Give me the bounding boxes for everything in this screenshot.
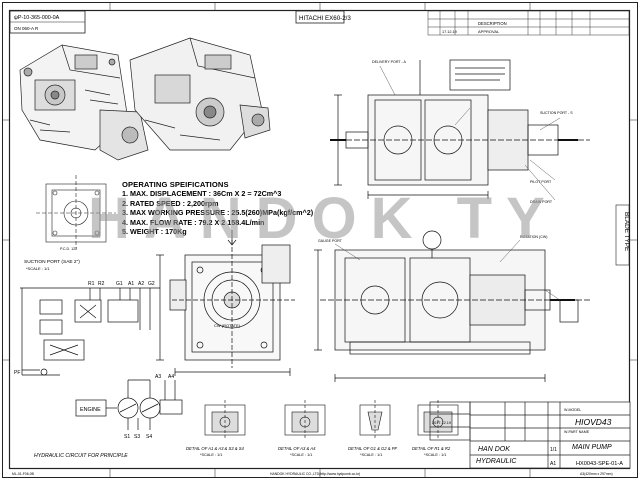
annotation-leaders <box>334 65 561 301</box>
part-number-sub: ON 060-A R <box>14 26 39 31</box>
revision-header-approval: APPROVAL <box>478 29 500 34</box>
note-cw: CW (ROTATE) <box>214 323 241 328</box>
scale-value: 1/1 <box>550 447 557 453</box>
side-label: BLADE TYPE <box>623 212 630 251</box>
watermark: HANDOK TY <box>88 186 559 251</box>
model-value: HIOVD43 <box>575 417 612 427</box>
spec-line-4: 4. MAX. FLOW RATE : 79.2 X 2 158.4L/min <box>122 217 265 227</box>
port-a1: A1 <box>128 281 134 287</box>
spec-line-5: 5. WEIGHT : 170Kg <box>122 227 187 237</box>
port-a2: A2 <box>138 281 144 287</box>
port-s3: S3 <box>134 434 140 440</box>
side-label-box <box>615 204 630 266</box>
engine-label: ENGINE <box>80 407 101 413</box>
note-pilot-port: PILOT PORT <box>530 180 552 184</box>
note-delivery-port: DELIVERY PORT - A <box>372 60 406 64</box>
revision-table <box>427 10 630 36</box>
detail-2-scale: *SCALE : 1/1 <box>290 453 312 457</box>
detail-1-scale: *SCALE : 1/1 <box>200 453 222 457</box>
side-view <box>314 230 590 382</box>
part-name-value: MAIN PUMP <box>572 444 612 451</box>
port-a4: A4 <box>168 374 174 380</box>
company-line1: HAN DOK <box>478 446 510 453</box>
model-label: W-MODEL <box>564 408 581 412</box>
model-ref-text: HITACHI EX60-2/3 <box>299 15 351 22</box>
drawing-number: HX0043-SPE-01-A <box>576 461 623 467</box>
footer-left: ML-01-F06-0B <box>12 472 35 476</box>
port-pf: PF <box>14 370 20 376</box>
spec-line-1: 1. MAX. DISPLACEMENT : 36Cm X 2 = 72Cm^3 <box>122 189 282 199</box>
detail-1-title: DETAIL OF A1 & A3 & S3 & S4 <box>186 446 245 451</box>
note-pcd: P.C.D. 127 <box>60 247 77 251</box>
note-drain-port: DRAIN PORT <box>530 200 553 204</box>
port-r1: R1 <box>88 281 95 287</box>
company-line2: HYDRAULIC <box>476 458 517 465</box>
model-ref-box <box>295 10 345 24</box>
revision-row-date: 17.12.19 <box>442 30 457 34</box>
detail-4-title: DETAIL OF R1 & R2 <box>412 446 451 451</box>
detail-4-scale: *SCALE : 1/1 <box>424 453 446 457</box>
port-g2: G2 <box>148 281 155 287</box>
border-grid-marks <box>3 3 637 477</box>
note-rotation: ROTATION (CW) <box>520 235 547 239</box>
footer-center: HANDOK HYDRAULIC CO.,LTD(http://www.hydp… <box>270 472 360 476</box>
pump-iso-view-left <box>19 44 149 161</box>
part-name-label: W-PART NAME <box>564 430 590 434</box>
flange-view <box>36 175 116 250</box>
detail-3-scale: *SCALE : 1/1 <box>360 453 382 457</box>
front-view <box>156 230 295 376</box>
top-view <box>330 59 590 199</box>
port-a3: A3 <box>155 374 161 380</box>
detail-3-title: DETAIL OF G1 & G2 & PF <box>348 446 398 451</box>
operating-specifications: OPERATING SPEIFICATIONS 1. MAX. DISPLACE… <box>122 180 352 236</box>
part-number-text: ψP-10-365-000-0A <box>14 15 60 21</box>
note-suction-port: SUCTION PORT - S <box>540 111 573 115</box>
detail-views <box>204 400 459 440</box>
hydraulic-circuit <box>20 287 183 430</box>
spec-line-3: 3. MAX WORKING PRESSURE : 25.5(260)MPa(k… <box>122 208 314 218</box>
note-gauge-port: GAUGE PORT <box>318 239 343 243</box>
port-g1: G1 <box>116 281 123 287</box>
spec-line-2: 2. RATED SPEED : 2,200rpm <box>122 198 219 208</box>
footer-right: A3(420mm x 297mm) <box>580 472 613 476</box>
port-r2: R2 <box>98 281 105 287</box>
title-block <box>429 401 631 469</box>
inner-border <box>8 9 631 470</box>
suction-port-label: SUCTION PORT (SAE 2") <box>24 259 80 265</box>
specs-title: OPERATING SPEIFICATIONS <box>122 180 229 189</box>
date-value: 2017.12.19 <box>432 421 451 425</box>
port-s1: S1 <box>124 434 130 440</box>
circuit-title: HYDRAULIC CIRCUIT FOR PRINCIPLE <box>34 453 128 459</box>
pump-iso-view-right <box>129 37 271 151</box>
port-s4: S4 <box>146 434 152 440</box>
detail-2-title: DETAIL OF A3 & A4 <box>278 446 316 451</box>
rev-value: A1 <box>550 461 556 467</box>
suction-port-scale: *SCALE : 1/1 <box>26 266 50 271</box>
revision-header-description: DESCRIPTION <box>478 21 507 26</box>
